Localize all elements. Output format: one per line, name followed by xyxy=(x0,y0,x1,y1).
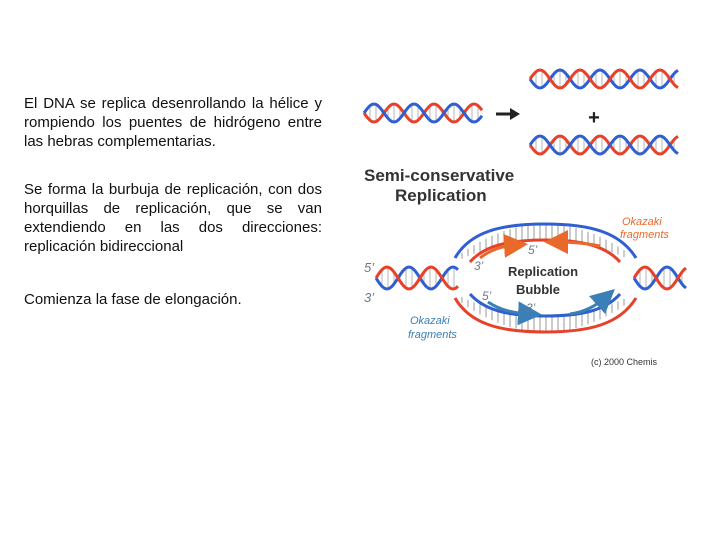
inner-top-3prime-label: 3’ xyxy=(474,259,484,273)
figure-title-line1: Semi-conservative xyxy=(364,166,514,185)
okazaki-bottom-label-2: fragments xyxy=(408,329,457,341)
okazaki-top-label-2: fragments xyxy=(620,229,669,241)
left-3prime-label: 3’ xyxy=(364,290,375,305)
okazaki-top-label-1: Okazaki xyxy=(622,216,662,228)
inner-top-5prime-label: 5’ xyxy=(528,243,538,257)
copyright-label: (c) 2000 Chemis xyxy=(591,357,658,367)
daughter-helix-bottom xyxy=(530,136,678,154)
daughter-helix-top xyxy=(530,70,678,88)
bubble-label-2: Bubble xyxy=(516,282,560,297)
okazaki-bottom-label-1: Okazaki xyxy=(410,315,450,327)
bubble-label-1: Replication xyxy=(508,264,578,279)
plus-sign: + xyxy=(588,107,600,129)
inner-bottom-3prime-label: 3’ xyxy=(526,301,536,315)
left-5prime-label: 5’ xyxy=(364,260,375,275)
figure-title-line2: Replication xyxy=(395,186,487,205)
parental-helix xyxy=(364,104,482,122)
right-arrow-icon xyxy=(496,108,520,120)
inner-bottom-5prime-label: 5’ xyxy=(482,289,492,303)
